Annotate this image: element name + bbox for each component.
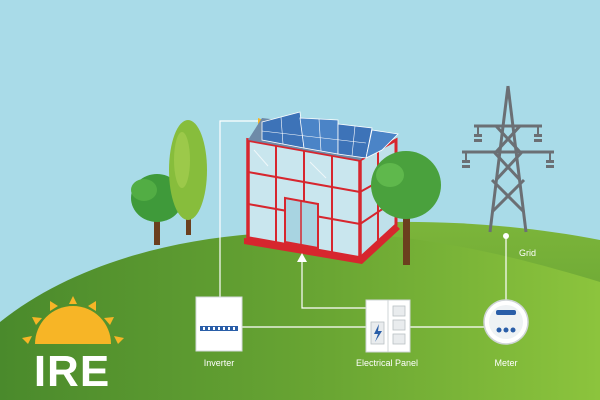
label-grid: Grid	[519, 248, 536, 258]
tree-icon	[169, 120, 207, 235]
label-meter: Meter	[494, 358, 517, 368]
sun-logo-icon	[22, 296, 124, 344]
connector-panel-to-building	[301, 260, 368, 309]
tree-icon	[371, 151, 441, 265]
hill-main	[0, 231, 600, 400]
logo-text: IRE	[34, 347, 110, 396]
label-inverter: Inverter	[204, 358, 235, 368]
connector-inverter-to-panels	[219, 120, 262, 300]
grid-connection-point	[503, 233, 509, 239]
electrical-panel-device	[365, 299, 411, 353]
lightning-icon	[374, 324, 382, 342]
insulators	[462, 134, 554, 168]
arrow-up-icon	[297, 253, 307, 262]
transmission-tower-icon	[462, 85, 554, 233]
label-electrical-panel: Electrical Panel	[356, 358, 418, 368]
solar-panel-icon	[248, 111, 399, 160]
meter-dial-icon	[483, 299, 529, 345]
inverter-device	[195, 296, 243, 352]
